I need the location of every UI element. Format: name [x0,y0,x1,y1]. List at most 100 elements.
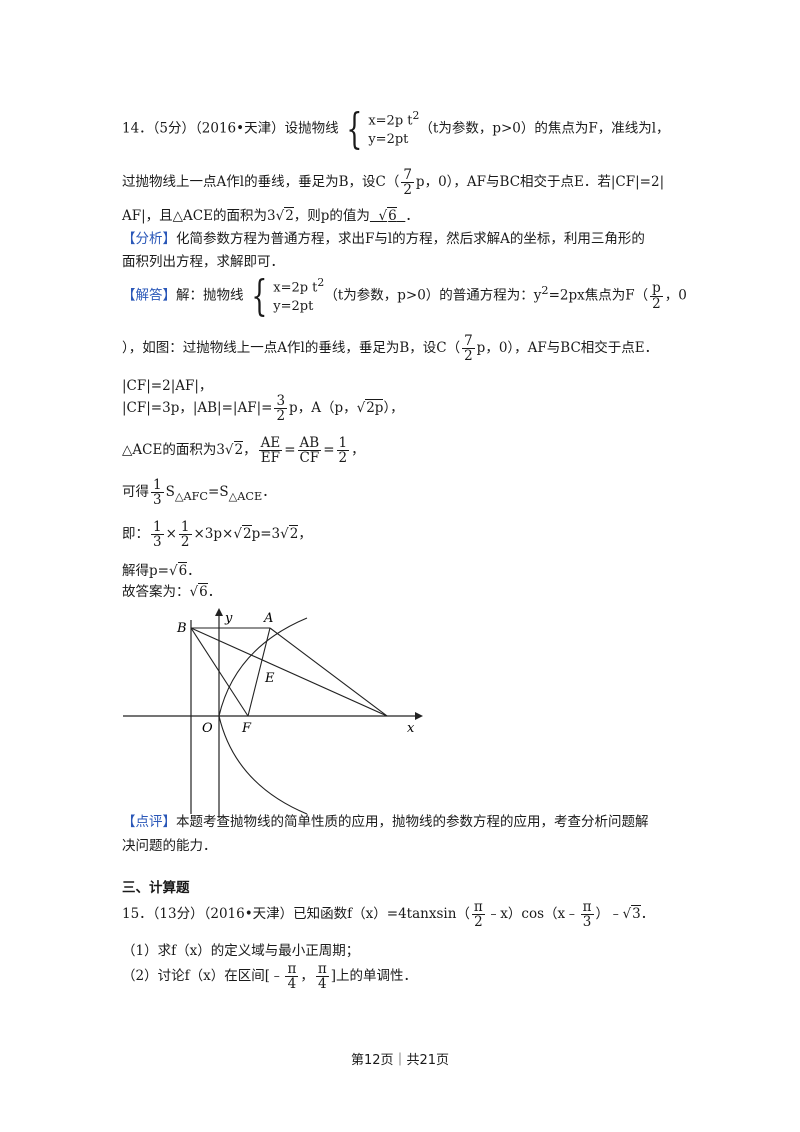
solution-s7b: × [165,526,177,543]
comment-text2: 决问题的能力． [122,838,217,854]
solution-s5a: △ACE的面积为3 [122,442,225,459]
solution-line3: |CF|=2|AF|， [122,374,212,394]
sqrt-6-b: 6 [198,583,208,600]
solution-s6b: S [165,484,175,501]
solution-s2b: p，0），AF与BC相交于点E． [476,340,659,357]
frac-den: 3 [582,914,592,931]
q14-line3: AF|，且△ACE的面积为3√2，则p的值为 √6 ． [122,207,419,224]
param-x-2: x=2p t [273,280,318,296]
param-sup-2: 2 [317,276,325,289]
param-y: y=2pt [368,132,409,148]
solution-s4b: p，A（p， [289,400,357,417]
solution-s6c: =S [208,484,229,501]
frac-num: π [285,961,299,978]
analysis-line1: 【分析】化简参数方程为普通方程，求出F与l的方程，然后求解A的坐标，利用三角形的 [122,227,645,247]
q14-line2-b: p，0），AF与BC相交于点E．若|CF|=2| [415,174,665,191]
sqrt-2-c: 2 [241,525,252,543]
frac-den: 4 [317,976,327,993]
solution-line8: 解得p=√6． [122,562,201,579]
label-x: x [407,721,415,736]
solution-s3: |CF|=2|AF|， [122,378,213,394]
solution-s9: 故答案为： [122,584,190,600]
q15-l1c: ）﹣ [595,906,623,923]
label-A: A [263,611,273,626]
analysis-text1: 化简参数方程为普通方程，求出F与l的方程，然后求解A的坐标，利用三角形的 [176,231,645,247]
answer-value: 6 [387,207,397,224]
frac-num: 1 [151,519,164,536]
q14-header-tail: （t为参数，p>0）的焦点为F，准线为l， [419,120,670,137]
sqrt-6: 6 [177,562,188,579]
segment-AC [269,627,388,717]
q14-line2-a: 过抛物线上一点A作l的垂线，垂足为B，设C（ [122,174,400,191]
frac-den: 2 [338,450,348,467]
q14-line3-c: ． [405,208,419,224]
q15-l2: （1）求f（x）的定义域与最小正周期； [122,943,360,959]
sqrt-2-d: 2 [288,525,299,543]
frac-den: 3 [153,534,162,551]
q15-line2: （1）求f（x）的定义域与最小正周期； [122,939,359,959]
solution-s1-sup: 2 [541,284,549,298]
solution-line9: 故答案为：√6． [122,583,222,600]
frac-num: p [650,280,663,297]
frac-den: 2 [464,348,473,365]
sqrt-2-b: 2 [233,441,244,459]
q15-l3a: （2）讨论f（x）在区间[﹣ [122,968,284,985]
solution-s6-sub2: △ACE [228,489,263,503]
analysis-line2: 面积列出方程，求解即可． [122,250,284,270]
label-F: F [241,721,252,736]
sqrt-2: 2 [284,207,294,224]
q15-l1b: ﹣x）cos（x﹣ [486,906,579,923]
frac-den: 2 [474,914,483,931]
solution-s7a: 即： [122,526,149,543]
solution-s1d: ，0 [664,287,687,304]
parabola-figure: B y A E O F x [123,608,423,818]
frac-den: CF [299,450,320,467]
frac-num: 1 [178,519,192,536]
q14-line3-a: AF|，且△ACE的面积为3 [122,208,276,224]
q15-l3b: ， [300,968,314,985]
frac-den: 2 [180,534,190,551]
solution-s4a: |CF|=3p，|AB|=|AF|= [122,400,273,417]
frac-num: 1 [151,477,164,494]
frac-den: 4 [287,976,297,993]
solution-s8-end: ． [187,563,201,579]
comment-tag: 【点评】 [122,814,176,830]
param-x: x=2p t [368,113,413,129]
frac-num: 7 [462,333,475,350]
system-brace: { [345,104,362,154]
param-y-2: y=2pt [273,299,314,315]
solution-s7e: ， [298,526,312,543]
frac-num: π [315,961,329,978]
frac-den: 2 [276,408,286,425]
solution-s7c: ×3p× [193,526,234,543]
solution-s2a: ），如图：过抛物线上一点A作l的垂线，垂足为B，设C（ [122,340,461,357]
solution-s9-end: ． [207,584,222,600]
label-y: y [224,611,233,626]
sqrt-3: 3 [631,905,641,923]
solution-tag: 【解答】 [122,287,176,304]
comment-line1: 【点评】本题考查抛物线的简单性质的应用，抛物线的参数方程的应用，考查分析问题解 [122,810,649,830]
q14-line3-b: ，则p的值为 [293,208,370,224]
frac-num: 3 [274,393,288,410]
answer-blank: √6 [369,207,397,224]
label-O: O [202,721,213,736]
x-axis-arrow [415,712,423,720]
frac-num: AE [258,435,283,452]
